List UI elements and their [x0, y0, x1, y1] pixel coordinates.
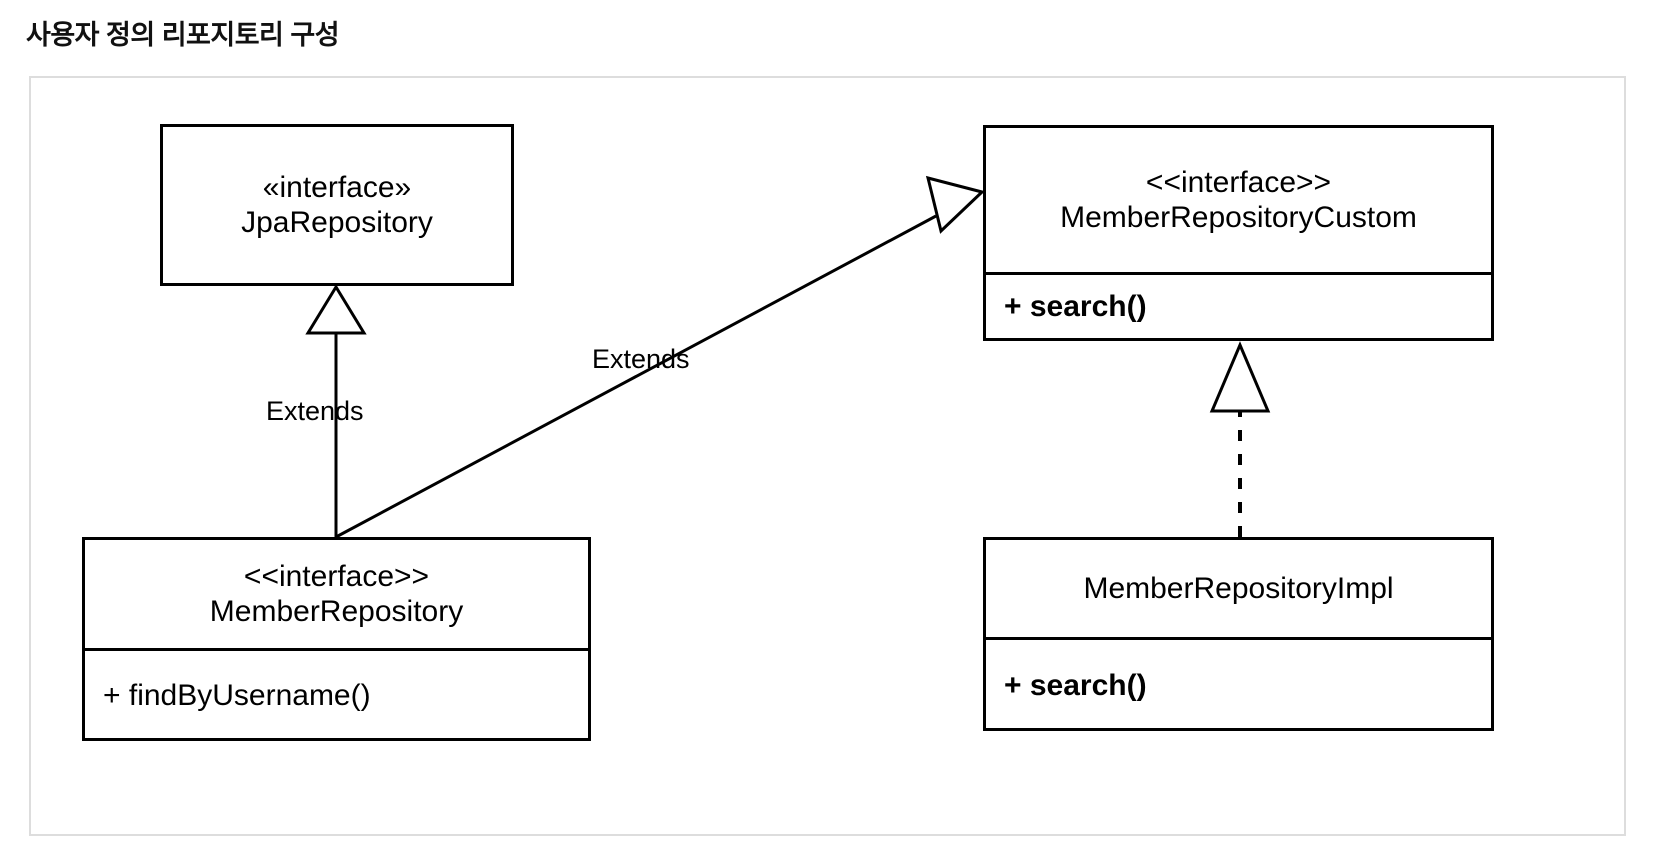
class-name: MemberRepository: [209, 595, 464, 628]
relationship-member-to-jpa: [305, 284, 367, 537]
class-name: MemberRepositoryImpl: [1083, 571, 1394, 605]
class-operations-member-repository: + findByUsername(): [85, 651, 588, 741]
compartment-divider: [85, 648, 588, 651]
hollow-triangle-arrowhead-jpa: [305, 284, 367, 335]
class-member: + findByUsername(): [103, 679, 371, 712]
class-name: JpaRepository: [241, 206, 433, 239]
class-operations-member-repository-impl: + search(): [986, 640, 1491, 731]
uml-class-member-repository-impl[interactable]: MemberRepositoryImpl + search(): [983, 537, 1494, 731]
class-operations-member-repository-custom: + search(): [986, 275, 1491, 338]
uml-class-member-repository-custom[interactable]: <<interface>> MemberRepositoryCustom + s…: [983, 125, 1494, 341]
hollow-triangle-arrowhead-custom: [925, 175, 985, 234]
uml-class-jpa-repository[interactable]: «interface» JpaRepository: [160, 124, 514, 286]
relationship-member-to-custom: [335, 175, 985, 539]
class-header-member-repository: <<interface>> MemberRepository: [85, 540, 588, 648]
class-stereotype: <<interface>>: [243, 559, 430, 593]
hollow-triangle-arrowhead-realization: [1209, 341, 1271, 413]
compartment-divider: [986, 272, 1491, 275]
edge-label-extends-custom: Extends: [592, 344, 690, 374]
relationship-impl-to-custom: [1209, 341, 1271, 537]
class-header-member-repository-custom: <<interface>> MemberRepositoryCustom: [986, 128, 1491, 272]
page-title: 사용자 정의 리포지토리 구성: [26, 20, 340, 50]
class-header-member-repository-impl: MemberRepositoryImpl: [986, 540, 1491, 637]
compartment-divider: [986, 637, 1491, 640]
class-name: MemberRepositoryCustom: [1060, 201, 1417, 234]
class-header-jpa-repository: «interface» JpaRepository: [163, 127, 511, 283]
class-stereotype: <<interface>>: [1145, 165, 1332, 199]
class-member: + search(): [1004, 289, 1147, 323]
edge-label-extends-jpa: Extends: [266, 396, 364, 426]
uml-class-member-repository[interactable]: <<interface>> MemberRepository + findByU…: [82, 537, 591, 741]
class-stereotype: «interface»: [262, 170, 412, 204]
class-member: + search(): [1004, 668, 1147, 702]
